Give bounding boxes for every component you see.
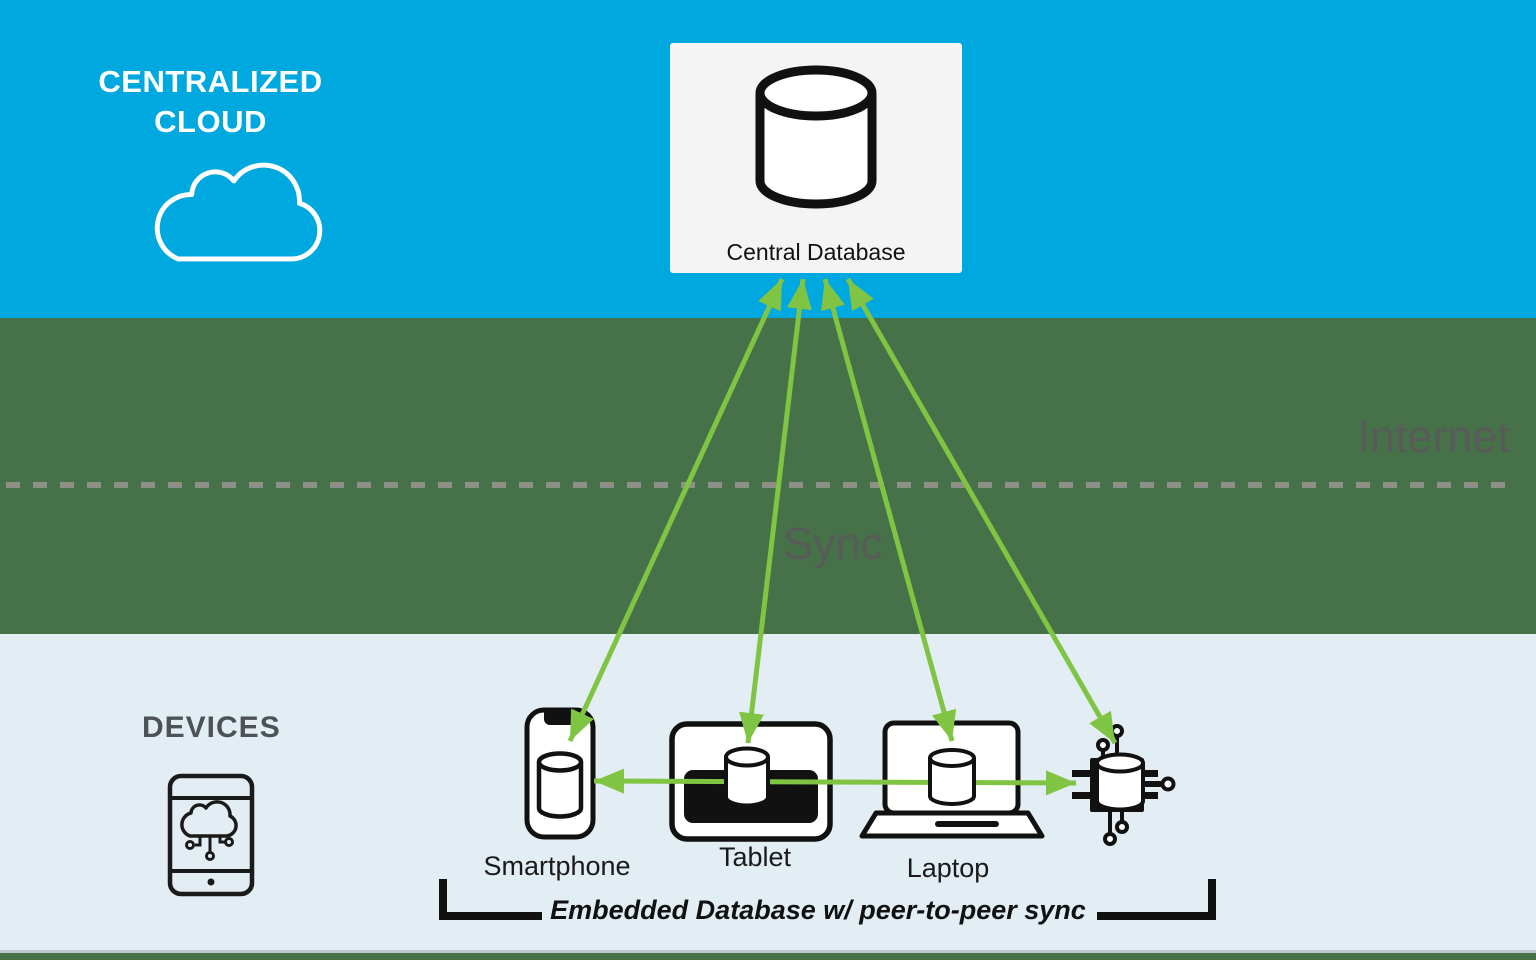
database-cylinder-icon [755,65,877,209]
cloud-icon [154,162,323,262]
laptop-cylinder-overlay [928,748,976,806]
embedded-database-caption: Embedded Database w/ peer-to-peer sync [550,895,1086,925]
sync-arrow-tablet [739,278,812,744]
smartphone-label: Smartphone [483,851,631,881]
internet-label: Internet [1357,411,1510,462]
chip-database-icon [1072,724,1176,846]
central-database-label: Central Database [726,239,906,265]
laptop-label: Laptop [906,853,990,883]
centralized-cloud-title: CENTRALIZED CLOUD [58,62,363,142]
sync-arrow-chip [845,277,1118,745]
bottom-divider-line [0,950,1536,953]
centralized-cloud-title-line2: CLOUD [154,104,267,139]
tablet-label: Tablet [718,842,792,872]
central-database-panel: Central Database [670,43,962,273]
tablet-cylinder-overlay [724,746,770,808]
devices-section-title: DEVICES [142,711,281,744]
tablet-cloud-circuit-icon [167,773,255,897]
cloud-sync-arrows [567,277,1118,796]
centralized-cloud-title-line1: CENTRALIZED [98,64,323,99]
sync-arrow-smartphone [567,277,785,743]
embedded-database-bracket [439,879,1216,920]
peer-to-peer-arrow [593,768,1077,796]
smartphone-database-icon [524,707,596,840]
